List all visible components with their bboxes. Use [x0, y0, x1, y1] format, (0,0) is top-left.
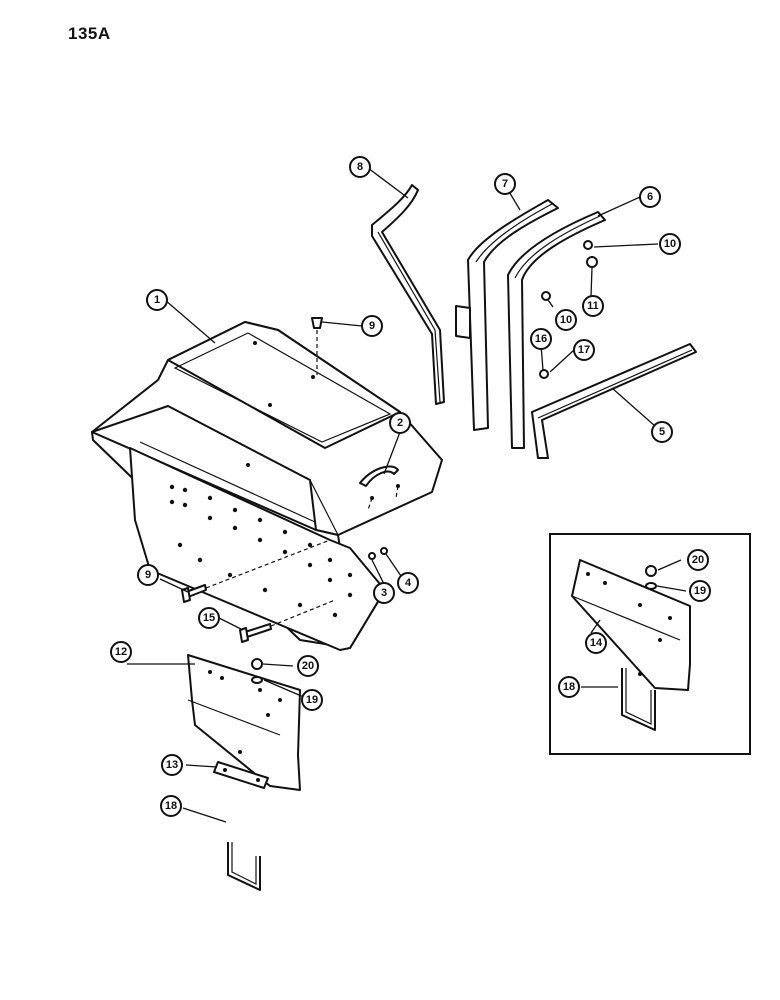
fender-body — [91, 321, 443, 651]
callout-17: 17 — [573, 339, 595, 361]
channel-8 — [371, 184, 445, 405]
svg-text:14: 14 — [590, 637, 603, 649]
svg-text:10: 10 — [664, 238, 676, 250]
svg-text:9: 9 — [369, 320, 375, 332]
strip-5 — [531, 343, 697, 459]
channel-7 — [455, 199, 559, 431]
callout-14: 14 — [585, 632, 607, 654]
svg-text:1: 1 — [154, 294, 160, 306]
svg-text:12: 12 — [115, 646, 127, 658]
callout-2: 2 — [389, 412, 411, 434]
svg-text:6: 6 — [647, 191, 653, 203]
svg-text:11: 11 — [587, 300, 599, 312]
svg-text:15: 15 — [203, 612, 215, 624]
bracket-12 — [187, 654, 301, 791]
leader-lines — [127, 167, 687, 823]
callout-19-inset: 19 — [689, 580, 711, 602]
channel-6 — [507, 211, 606, 449]
callout-18-lower: 18 — [160, 795, 182, 817]
svg-text:3: 3 — [381, 587, 387, 599]
svg-text:20: 20 — [692, 554, 704, 566]
callout-3: 3 — [373, 582, 395, 604]
callout-9-top: 9 — [361, 315, 383, 337]
svg-text:5: 5 — [659, 426, 665, 438]
callout-18-inset: 18 — [558, 676, 580, 698]
callout-8: 8 — [349, 156, 371, 178]
callout-7: 7 — [494, 173, 516, 195]
callout-16: 16 — [530, 328, 552, 350]
svg-text:19: 19 — [306, 694, 318, 706]
svg-text:9: 9 — [145, 569, 151, 581]
svg-text:17: 17 — [578, 344, 590, 356]
nuts-lower — [251, 658, 263, 684]
svg-text:16: 16 — [535, 333, 547, 345]
svg-text:18: 18 — [165, 800, 177, 812]
callout-20-inset: 20 — [687, 549, 709, 571]
callout-13: 13 — [161, 754, 183, 776]
callout-10-mid: 10 — [555, 309, 577, 331]
callout-10-top: 10 — [659, 233, 681, 255]
inset-box — [549, 533, 751, 755]
callout-1: 1 — [146, 289, 168, 311]
page-number: 135A — [68, 24, 111, 43]
callout-20-lower: 20 — [297, 655, 319, 677]
svg-text:20: 20 — [302, 660, 314, 672]
svg-text:18: 18 — [563, 681, 575, 693]
side-perforations — [169, 484, 353, 618]
lower-bolts — [181, 539, 336, 643]
callout-12: 12 — [110, 641, 132, 663]
callout-11: 11 — [582, 295, 604, 317]
svg-text:13: 13 — [166, 759, 178, 771]
callout-19-lower: 19 — [301, 689, 323, 711]
small-hardware — [368, 240, 598, 560]
callout-15: 15 — [198, 607, 220, 629]
u-bolt-lower — [227, 842, 261, 891]
svg-text:2: 2 — [397, 417, 403, 429]
plate-13 — [213, 761, 269, 789]
callout-4: 4 — [397, 572, 419, 594]
callout-5: 5 — [651, 421, 673, 443]
callout-9-side: 9 — [137, 564, 159, 586]
callout-6: 6 — [639, 186, 661, 208]
svg-text:7: 7 — [502, 178, 508, 190]
bolt-top — [311, 317, 323, 375]
svg-text:8: 8 — [357, 161, 363, 173]
svg-text:4: 4 — [405, 577, 412, 589]
svg-text:10: 10 — [560, 314, 572, 326]
svg-text:19: 19 — [694, 585, 706, 597]
